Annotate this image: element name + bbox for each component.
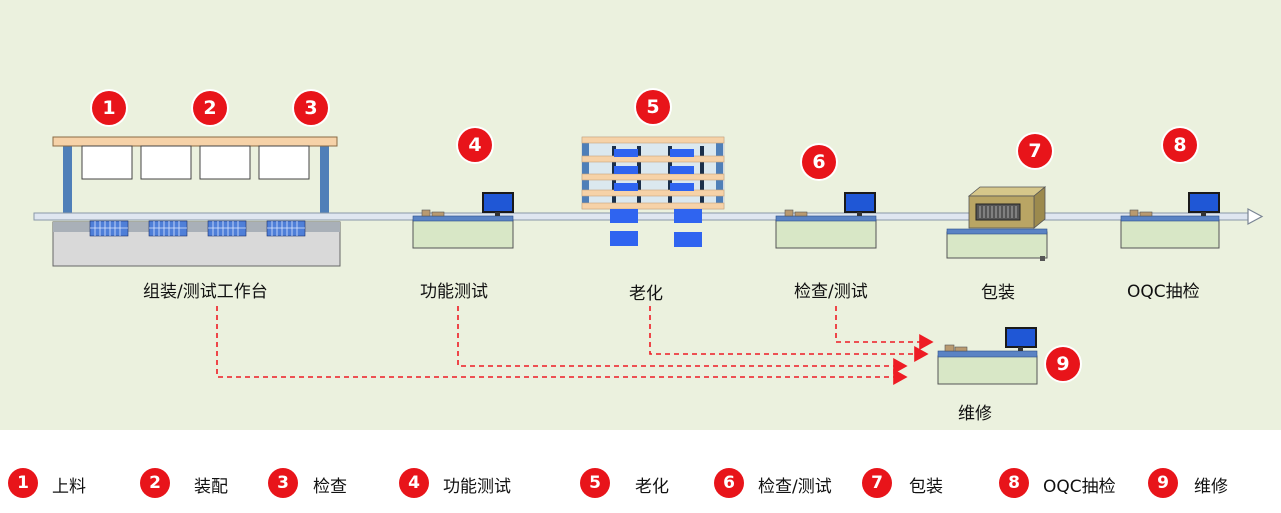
step-badge-4: 4 — [458, 128, 492, 162]
repair-desk — [937, 327, 1038, 385]
step-badge-9: 9 — [1046, 347, 1080, 381]
station-label-assembly: 组装/测试工作台 — [143, 282, 268, 302]
legend-badge-9: 9 — [1148, 468, 1178, 498]
station-label-oqc: OQC抽检 — [1127, 282, 1200, 302]
step-badge-8: 8 — [1163, 128, 1197, 162]
legend-badge-3: 3 — [268, 468, 298, 498]
legend-label-9: 维修 — [1194, 477, 1228, 497]
flow-arrow-inspect — [835, 306, 934, 350]
assembly-workstation — [52, 136, 341, 267]
flow-arrow-func-test — [457, 306, 908, 374]
legend-badge-4: 4 — [399, 468, 429, 498]
station-label-packing: 包装 — [981, 283, 1015, 303]
legend-badge-8: 8 — [999, 468, 1029, 498]
step-badge-5: 5 — [636, 90, 670, 124]
legend-badge-5: 5 — [580, 468, 610, 498]
station-label-repair: 维修 — [958, 404, 992, 424]
conveyor-line — [33, 207, 1264, 226]
tray-grid — [89, 220, 306, 237]
station-label-inspect-test: 检查/测试 — [794, 282, 868, 302]
step-badge-6: 6 — [802, 145, 836, 179]
legend-label-1: 上料 — [52, 477, 86, 497]
legend-label-2: 装配 — [194, 477, 228, 497]
legend-label-5: 老化 — [635, 477, 669, 497]
legend-label-4: 功能测试 — [443, 477, 511, 497]
step-badge-1: 1 — [92, 91, 126, 125]
legend-label-8: OQC抽检 — [1043, 477, 1116, 497]
station-label-aging: 老化 — [629, 284, 663, 304]
legend-label-7: 包装 — [909, 477, 943, 497]
legend-badge-6: 6 — [714, 468, 744, 498]
legend-badge-7: 7 — [862, 468, 892, 498]
step-badge-3: 3 — [294, 91, 328, 125]
legend-badge-1: 1 — [8, 468, 38, 498]
legend-area — [0, 430, 1281, 513]
legend-label-3: 检查 — [313, 477, 347, 497]
oqc-desk — [1120, 192, 1220, 249]
legend-label-6: 检查/测试 — [758, 477, 832, 497]
step-badge-7: 7 — [1018, 134, 1052, 168]
packing-machine — [946, 186, 1048, 261]
flow-arrow-aging — [649, 306, 929, 362]
test-desk-4 — [412, 192, 514, 249]
repair-flow-arrows — [216, 306, 934, 385]
step-badge-2: 2 — [193, 91, 227, 125]
test-desk-6 — [775, 192, 877, 249]
aging-rack — [581, 136, 725, 247]
station-label-func-test: 功能测试 — [420, 282, 488, 302]
legend-badge-2: 2 — [140, 468, 170, 498]
